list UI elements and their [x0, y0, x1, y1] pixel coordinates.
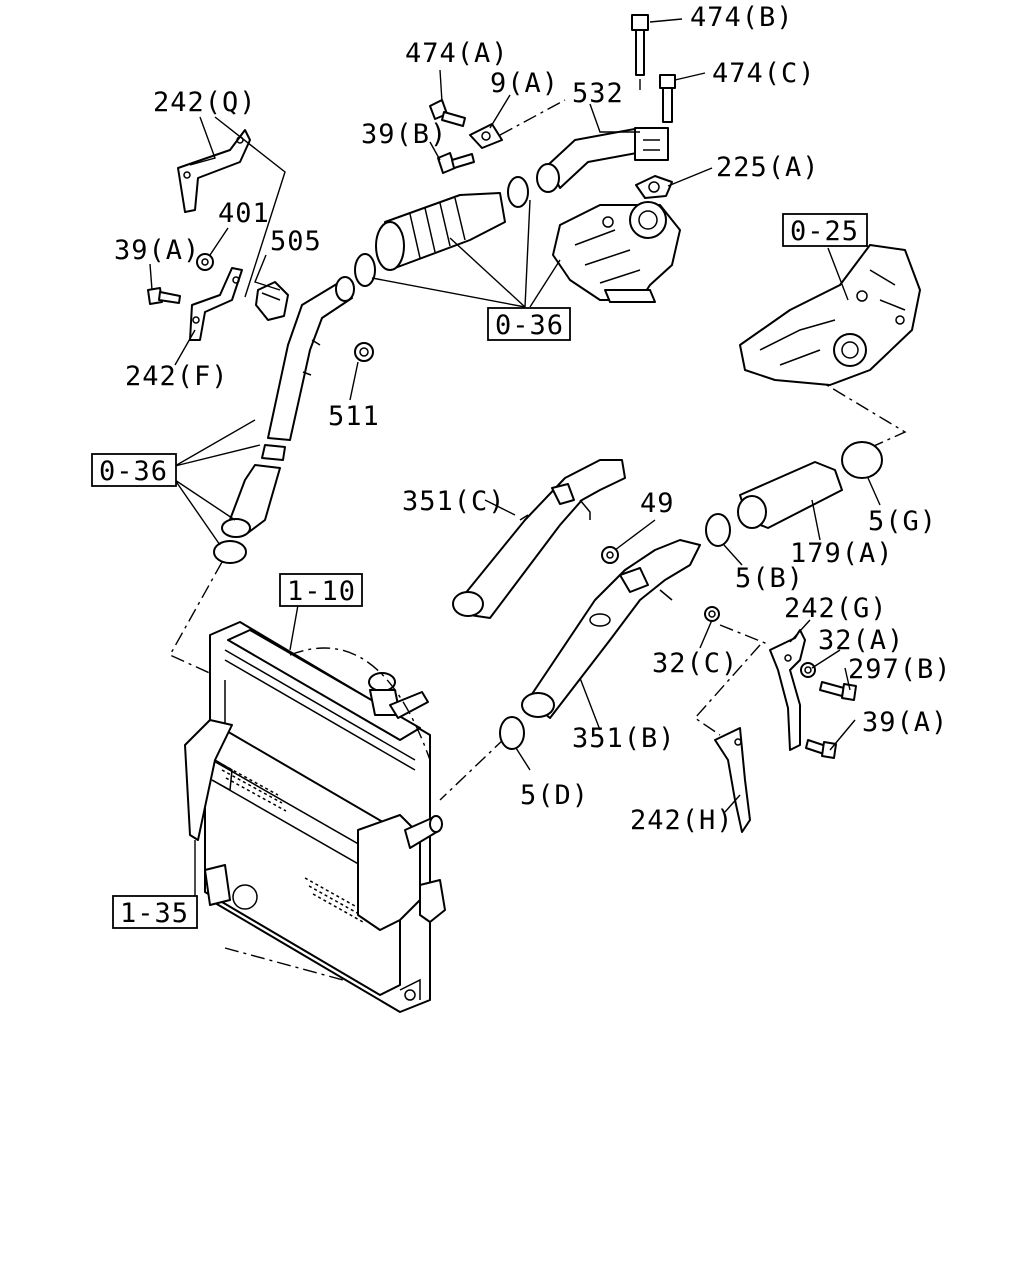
- label-5d: 5(D): [520, 780, 589, 811]
- label-401: 401: [218, 198, 270, 229]
- connector-dashed: [499, 99, 566, 136]
- hose-clamp: [354, 253, 376, 287]
- label-5b: 5(B): [735, 563, 804, 594]
- label-505: 505: [270, 226, 322, 257]
- bracket-242h: [714, 727, 751, 833]
- bracket-242g: [769, 629, 806, 751]
- pipe-351c: [452, 459, 626, 619]
- gasket-225a: [635, 175, 673, 199]
- bracket-242q: [177, 129, 251, 213]
- ref-label: 1-10: [287, 576, 356, 607]
- label-5g: 5(G): [868, 506, 937, 537]
- ref-label: 1-35: [120, 898, 189, 929]
- ref-label: 0-36: [99, 456, 168, 487]
- nut-511: [354, 342, 374, 362]
- ref-label: 0-36: [495, 310, 564, 341]
- charge-pipe-connector: [221, 444, 286, 538]
- nut-32a: [800, 662, 816, 678]
- pipe-532: [536, 127, 669, 193]
- bolt-39b: [437, 152, 475, 174]
- ref-box-0-25: 0-25: [782, 213, 868, 247]
- label-351c: 351(C): [402, 486, 506, 517]
- connector-dashed: [809, 374, 907, 451]
- label-39a-bot: 39(A): [862, 707, 948, 738]
- label-297b: 297(B): [848, 654, 952, 685]
- part-labels: 474(B) 474(C) 474(A) 9(A) 532 242(Q) 39(…: [114, 2, 952, 836]
- label-511: 511: [328, 401, 380, 432]
- label-242h: 242(H): [630, 805, 734, 836]
- label-32c: 32(C): [652, 648, 738, 679]
- label-474a: 474(A): [405, 38, 509, 69]
- leader-lines: [149, 18, 881, 900]
- label-49: 49: [640, 488, 675, 519]
- label-179a: 179(A): [790, 538, 894, 569]
- nut-401: [196, 253, 214, 271]
- label-32a: 32(A): [818, 625, 904, 656]
- label-242f: 242(F): [125, 361, 229, 392]
- label-351b: 351(B): [572, 723, 676, 754]
- hose-clamp: [213, 540, 247, 564]
- connector-dashed: [719, 624, 771, 646]
- ref-box-1-35: 1-35: [112, 895, 198, 929]
- ref-box-1-10: 1-10: [279, 573, 363, 607]
- ref-label: 0-25: [790, 216, 859, 247]
- bolt-474c: [659, 74, 676, 123]
- connector-dashed: [169, 561, 226, 681]
- label-474b: 474(B): [690, 2, 794, 33]
- ref-box-0-36-left: 0-36: [91, 453, 177, 487]
- hose-clamp-5b: [705, 513, 731, 547]
- label-39a-top: 39(A): [114, 235, 200, 266]
- pipe-351b: [521, 539, 701, 719]
- label-225a: 225(A): [716, 152, 820, 183]
- label-9a: 9(A): [490, 68, 559, 99]
- label-242q: 242(Q): [153, 87, 257, 118]
- washer-32c: [704, 606, 720, 622]
- label-39b: 39(B): [361, 119, 447, 150]
- connector-dashed: [439, 737, 506, 801]
- charge-pipe-upper: [267, 276, 355, 441]
- bolt-474a: [429, 99, 466, 127]
- corrugated-hose: [375, 192, 506, 271]
- hose-clamp: [507, 176, 529, 208]
- label-532: 532: [572, 78, 624, 109]
- nut-49: [601, 546, 619, 564]
- bracket-9a: [469, 123, 503, 149]
- bolt-39a-upper: [147, 287, 181, 305]
- bolt-474b: [631, 14, 649, 76]
- bracket-242f: [189, 267, 243, 341]
- intake-manifold: [739, 244, 921, 386]
- hose-clamp-5d: [499, 716, 525, 750]
- turbocharger: [552, 201, 681, 303]
- radiator-assembly: [184, 621, 446, 1013]
- bolt-297b: [819, 681, 857, 701]
- hose-clamp-5g: [841, 441, 883, 479]
- label-474c: 474(C): [712, 58, 816, 89]
- connector-dashed: [693, 644, 761, 736]
- mount-505: [255, 281, 289, 321]
- ref-box-0-36-top: 0-36: [487, 307, 571, 341]
- hose-179a: [737, 461, 843, 529]
- label-242g: 242(G): [784, 593, 888, 624]
